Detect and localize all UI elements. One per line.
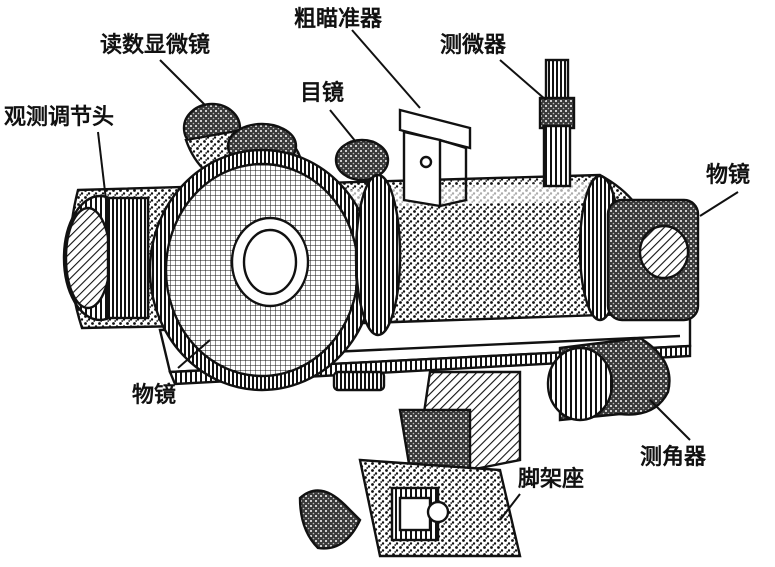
label-goniometer: 测角器	[640, 444, 707, 470]
label-eyepiece: 目镜	[300, 80, 344, 106]
leader-right-objective	[699, 191, 739, 217]
label-front-objective: 物镜	[132, 382, 176, 408]
label-eyepiece-adjust-head: 观测调节头	[4, 105, 114, 130]
eyepiece-adjust-head	[62, 194, 150, 322]
label-reading-microscope: 读数显微镜	[100, 32, 210, 58]
coarse-sight	[398, 108, 472, 208]
leader-micrometer	[499, 59, 547, 101]
leader-eyepiece-adjust-head	[97, 131, 107, 201]
label-tripod-mount: 脚架座	[518, 466, 584, 492]
tripod-mount	[298, 370, 522, 558]
leader-eyepiece	[329, 109, 357, 143]
front-objective-disk	[148, 148, 376, 392]
leader-front-objective	[177, 339, 211, 369]
leader-tripod-mount	[499, 493, 521, 521]
label-coarse-sight: 粗瞄准器	[294, 7, 383, 32]
leader-goniometer	[649, 399, 691, 441]
micrometer	[538, 58, 576, 188]
labels: 观测调节头 读数显微镜 粗瞄准器 测微器 目镜 物镜 物镜 测角器 脚架座	[4, 7, 750, 492]
label-right-objective: 物镜	[706, 162, 750, 188]
leader-coarse-sight	[351, 29, 421, 109]
right-objective	[606, 198, 700, 322]
label-micrometer: 测微器	[440, 32, 507, 58]
leader-lines	[97, 29, 739, 521]
leader-reading-microscope	[159, 59, 207, 107]
clamp-knob	[332, 370, 386, 392]
goniometer	[546, 336, 671, 422]
eyepiece	[334, 138, 390, 182]
